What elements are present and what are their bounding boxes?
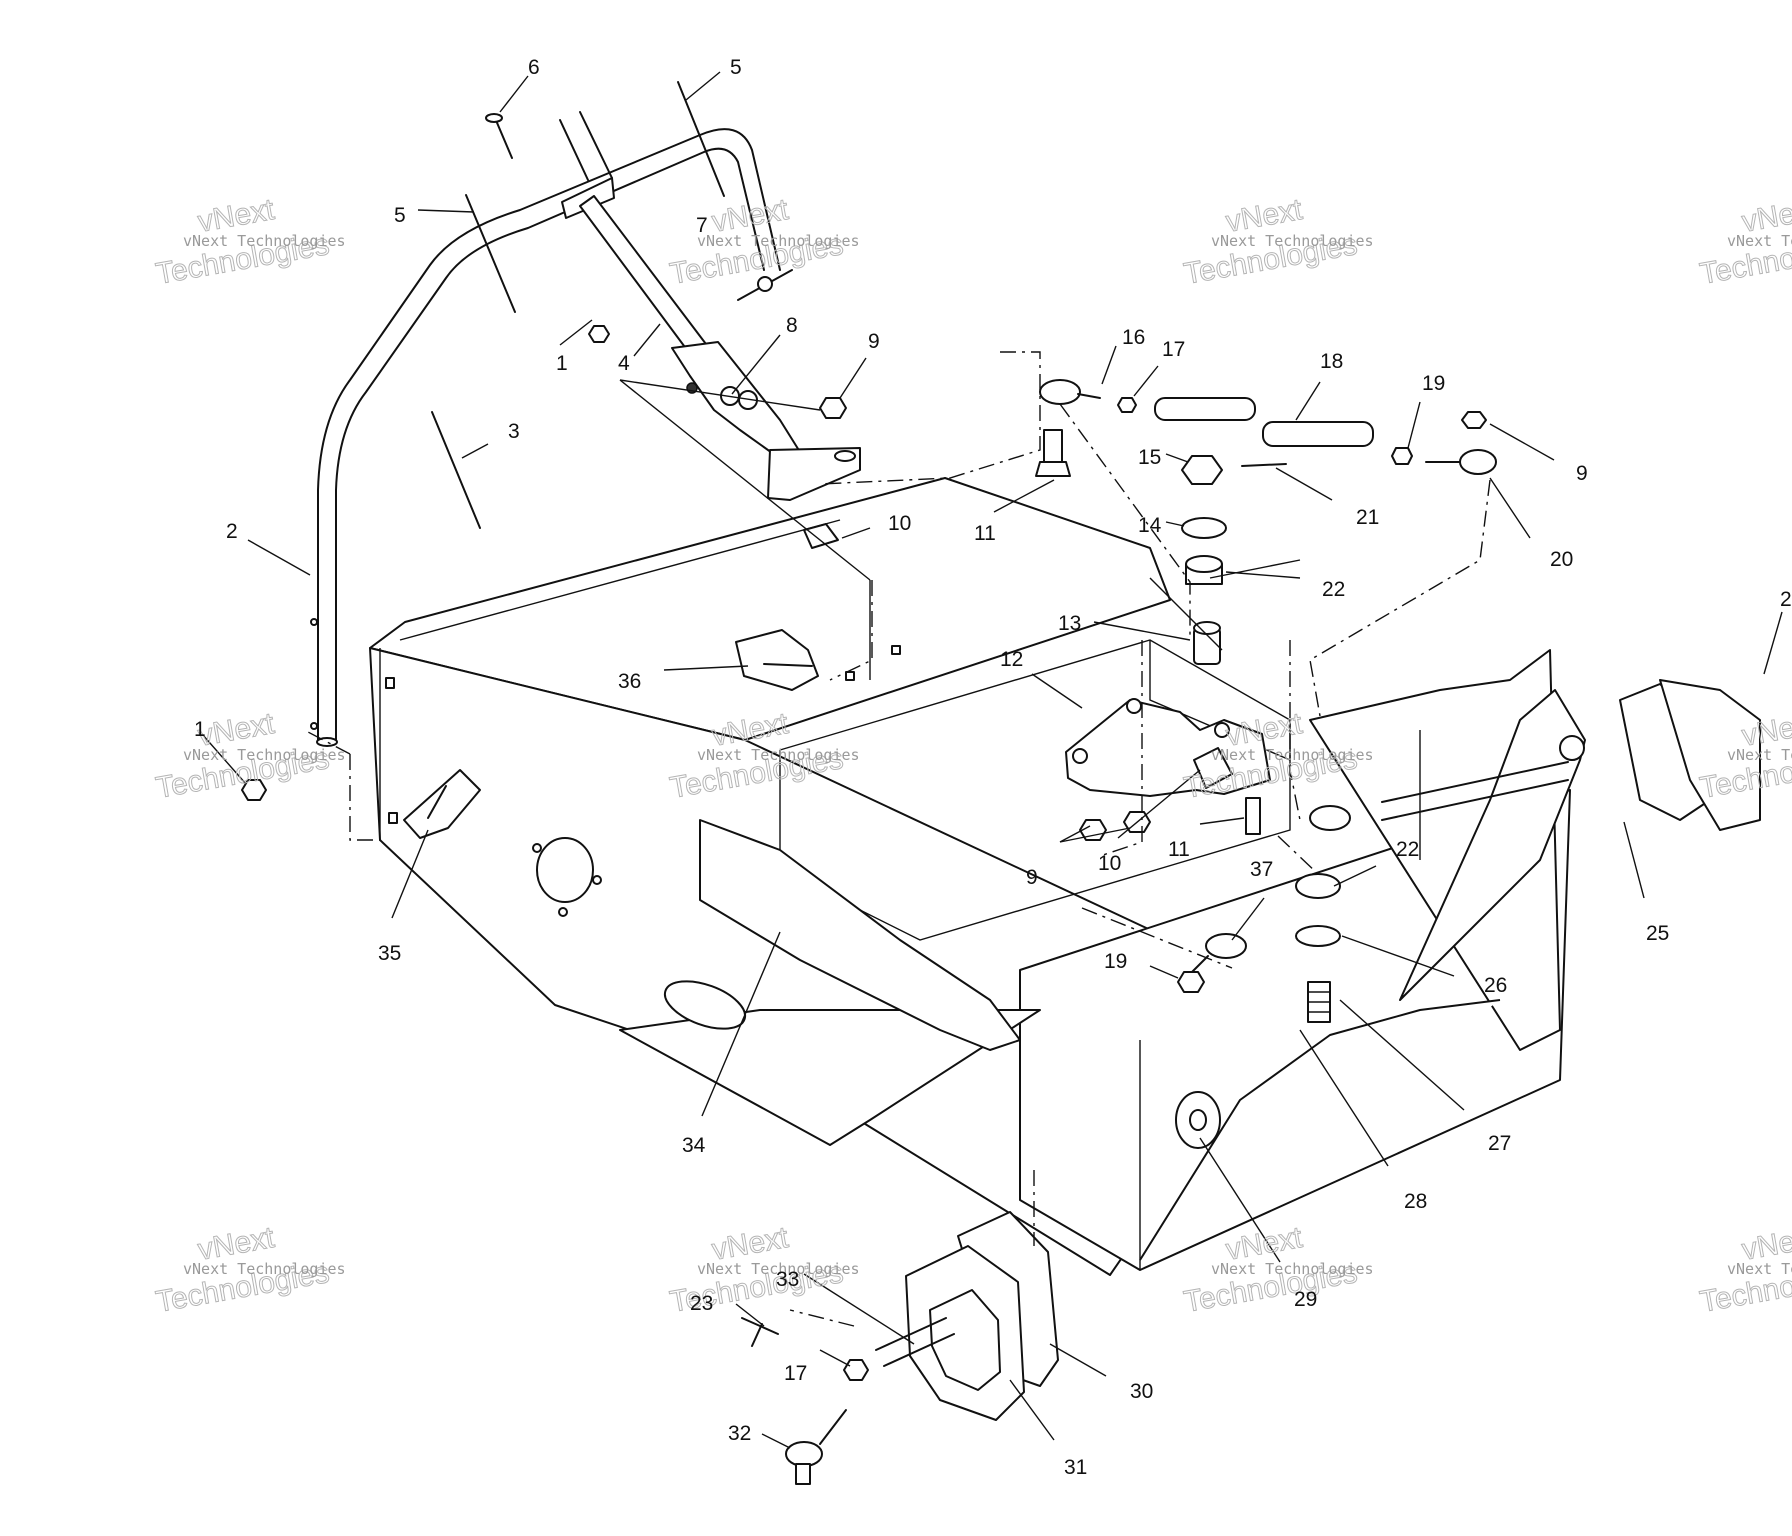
callout-25: 25 xyxy=(1646,922,1669,945)
svg-text:vNext Technologies: vNext Technologies xyxy=(1727,746,1792,764)
leader-lines xyxy=(201,71,1783,1449)
construction-lines xyxy=(307,351,1491,1327)
callout-26: 26 xyxy=(1484,974,1507,997)
callout-16: 16 xyxy=(1122,326,1145,349)
callout-18: 18 xyxy=(1320,350,1343,373)
callout-21: 21 xyxy=(1356,506,1379,529)
svg-text:vNext Technologies: vNext Technologies xyxy=(1211,746,1374,764)
callout-9: 9 xyxy=(868,330,880,353)
callout-6: 6 xyxy=(528,56,540,79)
watermark: vNext Technologies vNext Technologies xyxy=(1181,192,1374,291)
callout-5: 5 xyxy=(730,56,742,79)
svg-text:vNext Technologies: vNext Technologies xyxy=(1211,232,1374,250)
callout-12: 12 xyxy=(1000,648,1023,671)
callout-34: 34 xyxy=(682,1134,706,1157)
svg-text:vNext Technologies: vNext Technologies xyxy=(1727,232,1792,250)
callout-32: 32 xyxy=(728,1422,751,1445)
svg-text:vNext Technologies: vNext Technologies xyxy=(697,746,860,764)
callout-23: 23 xyxy=(690,1292,713,1315)
callout-36: 36 xyxy=(618,670,641,693)
lower-post-plates xyxy=(741,679,1761,1485)
watermark: vNext Technologies vNext Technologies xyxy=(153,192,346,291)
callout-2: 2 xyxy=(1780,588,1792,611)
callout-9: 9 xyxy=(1026,866,1038,889)
callout-1: 1 xyxy=(194,718,206,741)
svg-text:vNext Technologies: vNext Technologies xyxy=(183,232,346,250)
callout-28: 28 xyxy=(1404,1190,1427,1213)
callout-11: 11 xyxy=(974,522,996,545)
callout-17: 17 xyxy=(784,1362,807,1385)
callout-22: 22 xyxy=(1322,578,1345,601)
callout-33: 33 xyxy=(776,1268,799,1291)
watermark: vNext Technologies vNext Technologies xyxy=(1697,192,1792,291)
callout-8: 8 xyxy=(786,314,798,337)
callout-27: 27 xyxy=(1488,1132,1511,1155)
callout-3: 3 xyxy=(508,420,520,443)
callout-1: 1 xyxy=(556,352,568,375)
callout-13: 13 xyxy=(1058,612,1081,635)
svg-text:vNext Technologies: vNext Technologies xyxy=(697,232,860,250)
callout-37: 37 xyxy=(1250,858,1273,881)
callout-35: 35 xyxy=(378,942,401,965)
svg-text:vNext Technologies: vNext Technologies xyxy=(183,746,346,764)
callout-29: 29 xyxy=(1294,1288,1317,1311)
callout-5: 5 xyxy=(394,204,406,227)
svg-text:vNext Technologies: vNext Technologies xyxy=(1211,1260,1374,1278)
callout-30: 30 xyxy=(1130,1380,1153,1403)
callout-14: 14 xyxy=(1138,514,1162,537)
callout-22: 22 xyxy=(1396,838,1419,861)
svg-text:vNext Technologies: vNext Technologies xyxy=(183,1260,346,1278)
svg-text:vNext Technologies: vNext Technologies xyxy=(697,1260,860,1278)
callout-19: 19 xyxy=(1104,950,1127,973)
steering-column xyxy=(559,111,861,501)
callout-11: 11 xyxy=(1168,838,1190,861)
callout-7: 7 xyxy=(696,214,708,237)
callout-labels: 6 5 5 7 1 4 8 9 3 2 10 11 16 17 18 19 9 … xyxy=(194,56,1792,1479)
watermark: vNext Technologies vNext Technologies xyxy=(1697,1220,1792,1319)
callout-19: 19 xyxy=(1422,372,1445,395)
callout-10: 10 xyxy=(888,512,911,535)
callout-9: 9 xyxy=(1576,462,1588,485)
callout-2: 2 xyxy=(226,520,238,543)
watermark: vNext Technologies vNext Technologies xyxy=(153,1220,346,1319)
callout-10: 10 xyxy=(1098,852,1121,875)
tie-rod-assembly xyxy=(1039,379,1569,1149)
svg-text:vNext Technologies: vNext Technologies xyxy=(1727,1260,1792,1278)
callout-4: 4 xyxy=(618,352,630,375)
top-fasteners xyxy=(241,81,1071,839)
bulkhead-frame xyxy=(369,477,1586,1276)
callout-20: 20 xyxy=(1550,548,1573,571)
callout-17: 17 xyxy=(1162,338,1185,361)
callout-15: 15 xyxy=(1138,446,1161,469)
callout-31: 31 xyxy=(1064,1456,1087,1479)
